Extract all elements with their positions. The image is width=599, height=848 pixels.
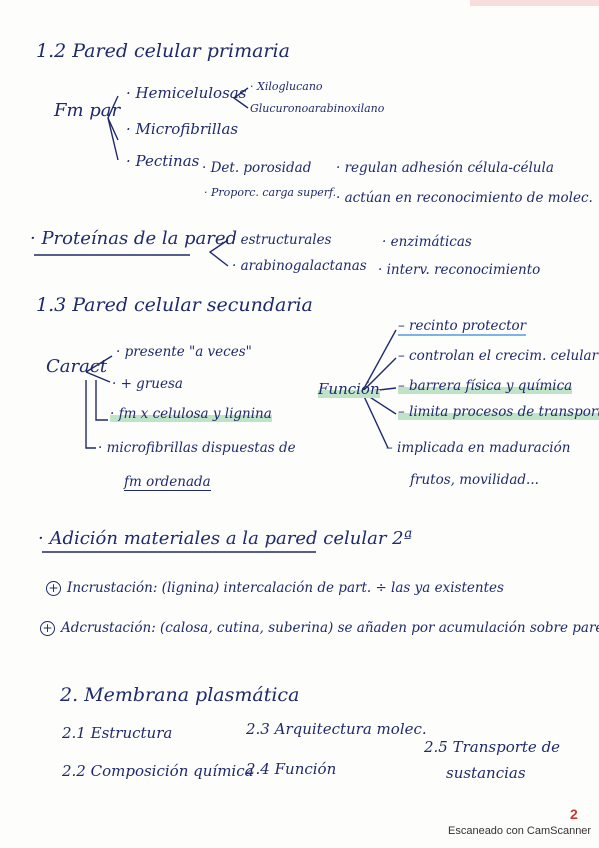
section-title-1-3: 1.3 Pared celular secundaria: [36, 294, 313, 316]
item-presente-a-veces: · presente "a veces": [116, 344, 252, 360]
item-proporc-carga: · Proporc. carga superf.: [204, 186, 337, 199]
label-fm-par: Fm par: [54, 100, 121, 121]
item-adcrustacion: +Adcrustación: (calosa, cutina, suberina…: [40, 620, 599, 636]
item-incrustacion: +Incrustación: (lignina) intercalación d…: [46, 580, 504, 596]
item-microfibrillas: · Microfibrillas: [126, 120, 239, 138]
item-pectinas: · Pectinas: [126, 152, 200, 170]
item-2-4: 2.4 Función: [246, 760, 337, 778]
item-interv-reconocimiento: · interv. reconocimiento: [378, 262, 541, 278]
item-2-5: 2.5 Transporte de: [424, 738, 561, 756]
item-2-1: 2.1 Estructura: [62, 724, 173, 742]
plus-icon: +: [40, 621, 55, 636]
item-enzimaticas: · enzimáticas: [382, 234, 472, 250]
item-microfibrillas-dispuestas: · microfibrillas dispuestas de: [98, 440, 296, 456]
funcion-implicada-maduracion: – implicada en maduración: [386, 440, 571, 456]
section-title-1-2: 1.2 Pared celular primaria: [36, 40, 290, 62]
item-regulan-adhesion: · regulan adhesión célula-célula: [336, 160, 554, 176]
plus-icon: +: [46, 581, 61, 596]
item-arabinogalactanas: · arabinogalactanas: [232, 258, 367, 274]
item-hemicelulosas: · Hemicelulosas: [126, 84, 247, 102]
funcion-controlan-crecimiento: – controlan el crecim. celular: [398, 348, 599, 364]
scanner-footer: Escaneado con CamScanner: [448, 825, 592, 837]
item-glucuronoarabinoxilano: Glucuronoarabinoxilano: [250, 102, 385, 115]
funcion-frutos-movilidad: frutos, movilidad...: [410, 472, 539, 488]
page-number: 2: [570, 806, 578, 822]
section-title-adicion: · Adición materiales a la pared celular …: [38, 528, 413, 549]
item-actuan-reconocimiento: · actúan en reconocimiento de molec.: [336, 190, 593, 206]
item-2-5-cont: sustancias: [446, 764, 526, 782]
label-caract: Caract: [46, 356, 108, 377]
item-det-porosidad: · Det. porosidad: [202, 160, 312, 176]
funcion-limita-transporte: – limita procesos de transporte: [398, 404, 599, 420]
item-xiloglucano: · Xiloglucano: [250, 80, 323, 93]
section-title-proteinas: · Proteínas de la pared: [30, 228, 238, 249]
item-estructurales: · estructurales: [232, 232, 332, 248]
funcion-recinto-protector: – recinto protector: [398, 318, 527, 336]
item-fm-celulosa-lignina: · fm x celulosa y lignina: [110, 406, 272, 422]
item-2-2: 2.2 Composición química: [62, 762, 254, 780]
section-title-2: 2. Membrana plasmática: [60, 684, 300, 706]
label-funcion: Función: [318, 380, 380, 398]
item-fm-ordenada: fm ordenada: [124, 474, 211, 491]
item-2-3: 2.3 Arquitectura molec.: [246, 720, 427, 738]
item-gruesa: · + gruesa: [112, 376, 183, 392]
funcion-barrera: – barrera física y química: [398, 378, 573, 394]
scan-edge-mark: [470, 0, 599, 6]
